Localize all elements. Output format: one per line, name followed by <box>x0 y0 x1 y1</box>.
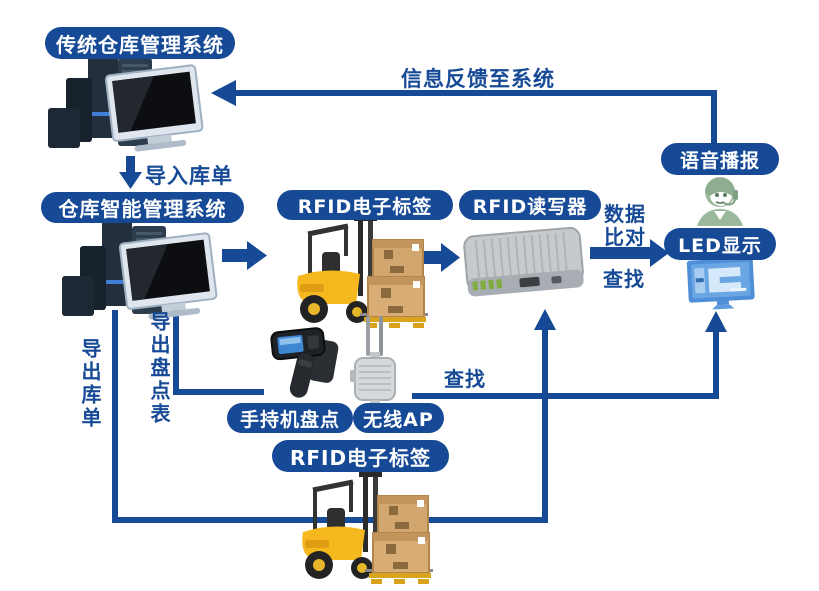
forklift-to-reader-arrowhead <box>441 243 460 272</box>
flow-label-search-ap: 查找 <box>444 367 486 391</box>
node-smart-system: 仓库智能管理系统 <box>41 192 244 223</box>
node-handheld-inventory: 手持机盘点 <box>227 403 353 433</box>
node-rfid-reader: RFID读写器 <box>459 190 601 220</box>
handheld-rfid-terminal-icon <box>262 326 344 404</box>
node-rfid-tag-bottom: RFID电子标签 <box>272 440 449 472</box>
flow-label-data-compare-2: 比对 <box>604 225 646 249</box>
server-monitor-icon <box>36 50 208 158</box>
node-led-display: LED显示 <box>664 228 776 260</box>
voice-operator-icon <box>694 176 746 226</box>
flow-label-data-compare-1: 数据 <box>604 202 646 226</box>
feedback-connector <box>233 90 717 146</box>
system-to-forklift-arrowhead <box>247 241 267 270</box>
forklift-to-reader-arrow-shaft <box>420 251 441 264</box>
rfid-reader-device-icon <box>458 220 590 308</box>
wireless-ap-antenna-icon <box>348 316 402 408</box>
forklift-boxes-icon <box>280 214 430 329</box>
import-arrow-shaft <box>126 156 135 173</box>
server-monitor-icon <box>50 218 222 326</box>
feedback-arrowhead-left <box>211 80 236 106</box>
reader-to-led-arrowhead <box>650 239 669 267</box>
flow-label-import-list: 导入库单 <box>145 164 233 188</box>
up-arrowhead-to-led <box>705 311 727 332</box>
export-sheet-connector <box>173 310 264 395</box>
node-rfid-tag-top: RFID电子标签 <box>277 190 453 220</box>
flow-label-export-sheet: 导出盘点表 <box>147 311 171 426</box>
node-traditional-system: 传统仓库管理系统 <box>45 27 235 59</box>
led-screen-icon <box>686 259 758 311</box>
flow-label-search-mid: 查找 <box>603 267 645 291</box>
node-wireless-ap: 无线AP <box>353 403 444 433</box>
node-voice-broadcast: 语音播报 <box>661 143 779 175</box>
search-connector <box>412 330 719 399</box>
reader-to-led-arrow-shaft <box>590 247 650 259</box>
system-to-forklift-arrow-shaft <box>222 249 247 262</box>
import-arrowhead-down <box>119 172 142 189</box>
flow-label-export-list: 导出库单 <box>78 338 102 430</box>
flow-label-feedback: 信息反馈至系统 <box>401 67 555 91</box>
up-arrowhead-to-reader <box>534 309 556 330</box>
forklift-boxes-icon <box>285 470 435 585</box>
